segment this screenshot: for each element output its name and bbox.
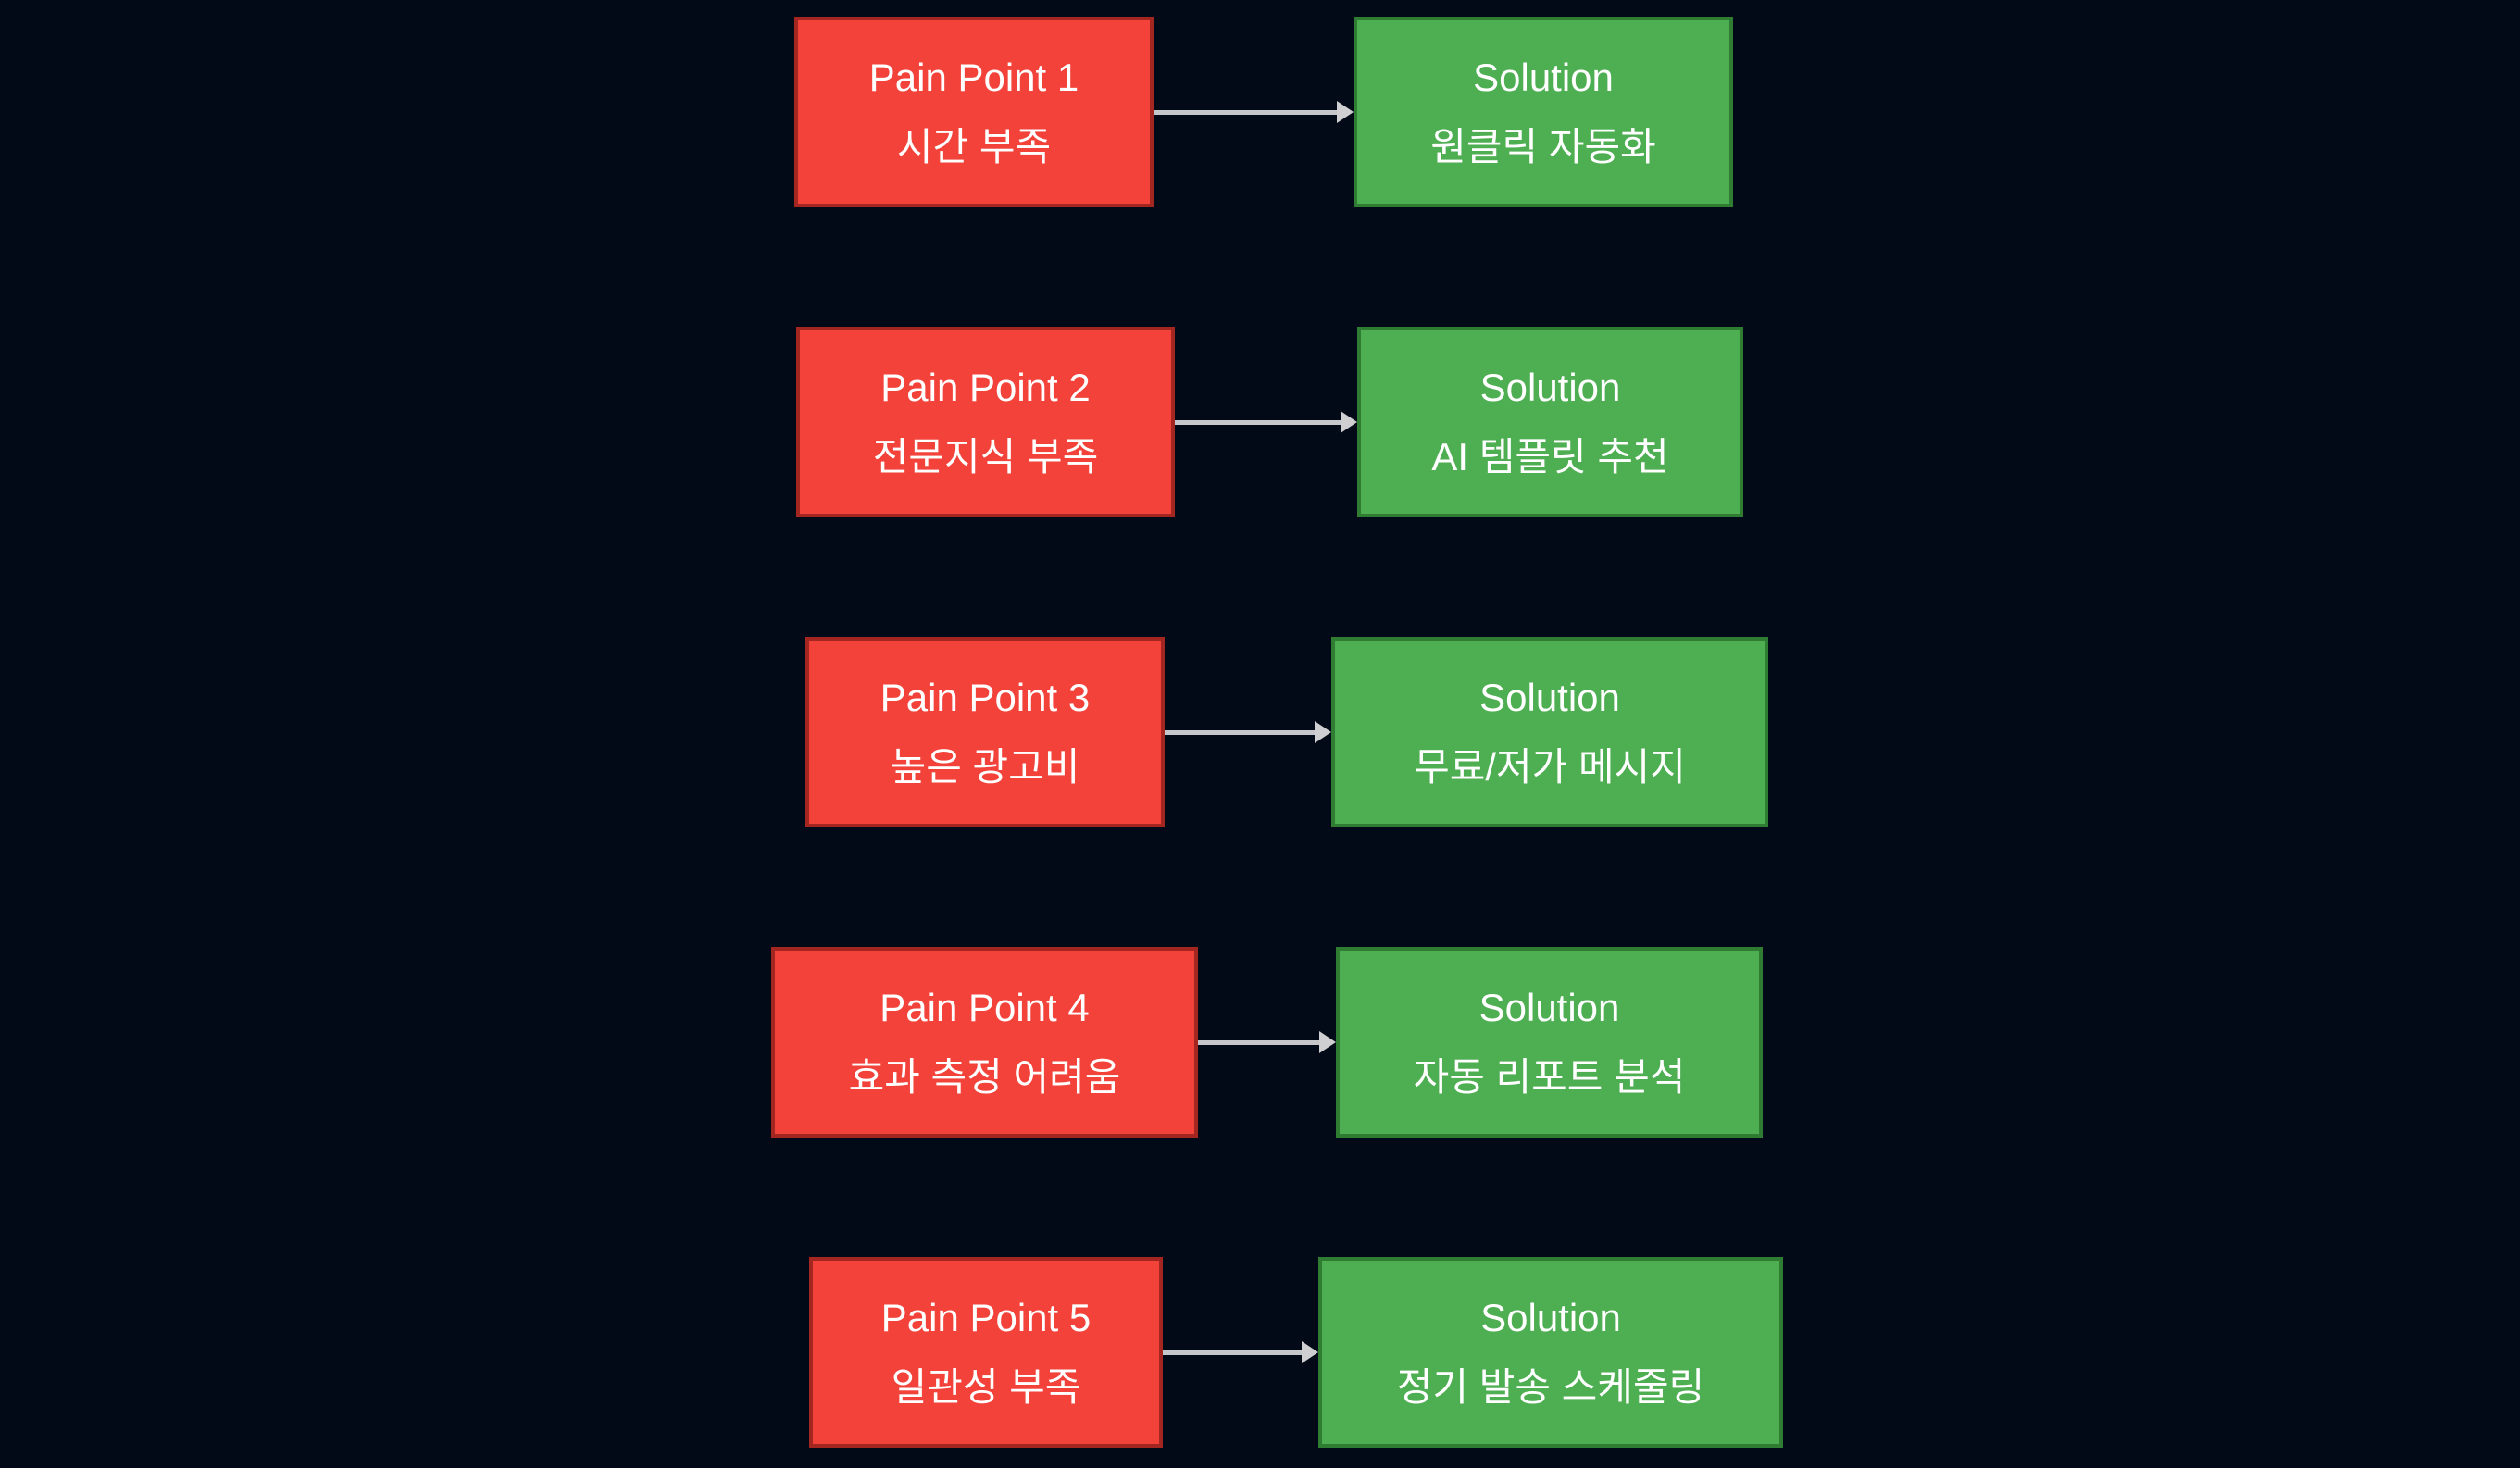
- pain-point-title: Pain Point 3: [880, 675, 1091, 719]
- pain-point-box-1: Pain Point 1 시간 부족: [794, 17, 1154, 207]
- pain-point-subtitle: 일관성 부족: [891, 1364, 1081, 1409]
- pain-point-subtitle: 효과 측정 어려움: [848, 1054, 1121, 1099]
- solution-title: Solution: [1480, 1295, 1621, 1339]
- flow-arrow-icon: [1175, 327, 1357, 517]
- arrow-line: [1154, 110, 1340, 115]
- solution-box-4: Solution 자동 리포트 분석: [1336, 947, 1763, 1138]
- pain-point-box-5: Pain Point 5 일관성 부족: [809, 1257, 1163, 1448]
- arrow-line: [1175, 420, 1343, 425]
- pain-point-box-3: Pain Point 3 높은 광고비: [805, 637, 1165, 827]
- flow-arrow-icon: [1165, 637, 1331, 827]
- arrow-line: [1165, 730, 1317, 735]
- pain-point-title: Pain Point 5: [880, 1295, 1092, 1339]
- pain-point-box-2: Pain Point 2 전문지식 부족: [796, 327, 1175, 517]
- mapping-row-4: Pain Point 4 효과 측정 어려움 Solution 자동 리포트 분…: [0, 947, 2520, 1138]
- solution-subtitle: 자동 리포트 분석: [1413, 1054, 1686, 1099]
- arrow-head: [1341, 411, 1357, 433]
- pain-point-box-4: Pain Point 4 효과 측정 어려움: [771, 947, 1198, 1138]
- mapping-row-5: Pain Point 5 일관성 부족 Solution 정기 발송 스케줄링: [0, 1257, 2520, 1448]
- mapping-row-3: Pain Point 3 높은 광고비 Solution 무료/저가 메시지: [0, 637, 2520, 827]
- pain-point-subtitle: 시간 부족: [896, 124, 1052, 168]
- arrow-line: [1198, 1040, 1322, 1045]
- flow-arrow-icon: [1198, 947, 1336, 1138]
- flow-arrow-icon: [1154, 17, 1354, 207]
- mapping-row-1: Pain Point 1 시간 부족 Solution 원클릭 자동화: [0, 17, 2520, 207]
- solution-box-3: Solution 무료/저가 메시지: [1331, 637, 1768, 827]
- solution-title: Solution: [1479, 365, 1621, 409]
- solution-subtitle: 정기 발송 스케줄링: [1396, 1364, 1705, 1409]
- arrow-head: [1319, 1031, 1336, 1053]
- solution-subtitle: 원클릭 자동화: [1430, 124, 1656, 168]
- arrow-head: [1302, 1341, 1318, 1363]
- pain-point-title: Pain Point 1: [868, 55, 1079, 99]
- solution-title: Solution: [1473, 55, 1614, 99]
- pain-point-subtitle: 전문지식 부족: [872, 434, 1099, 479]
- solution-title: Solution: [1478, 985, 1620, 1029]
- arrow-head: [1315, 721, 1331, 743]
- arrow-line: [1163, 1350, 1304, 1355]
- solution-subtitle: 무료/저가 메시지: [1414, 744, 1686, 789]
- pain-point-title: Pain Point 2: [880, 365, 1091, 409]
- solution-subtitle: AI 템플릿 추천: [1431, 434, 1669, 479]
- mapping-row-2: Pain Point 2 전문지식 부족 Solution AI 템플릿 추천: [0, 327, 2520, 517]
- solution-box-1: Solution 원클릭 자동화: [1354, 17, 1733, 207]
- arrow-head: [1337, 101, 1354, 123]
- pain-point-title: Pain Point 4: [880, 985, 1090, 1029]
- pain-point-subtitle: 높은 광고비: [890, 744, 1080, 789]
- solution-box-5: Solution 정기 발송 스케줄링: [1318, 1257, 1783, 1448]
- solution-box-2: Solution AI 템플릿 추천: [1357, 327, 1743, 517]
- flow-arrow-icon: [1163, 1257, 1318, 1448]
- solution-title: Solution: [1479, 675, 1620, 719]
